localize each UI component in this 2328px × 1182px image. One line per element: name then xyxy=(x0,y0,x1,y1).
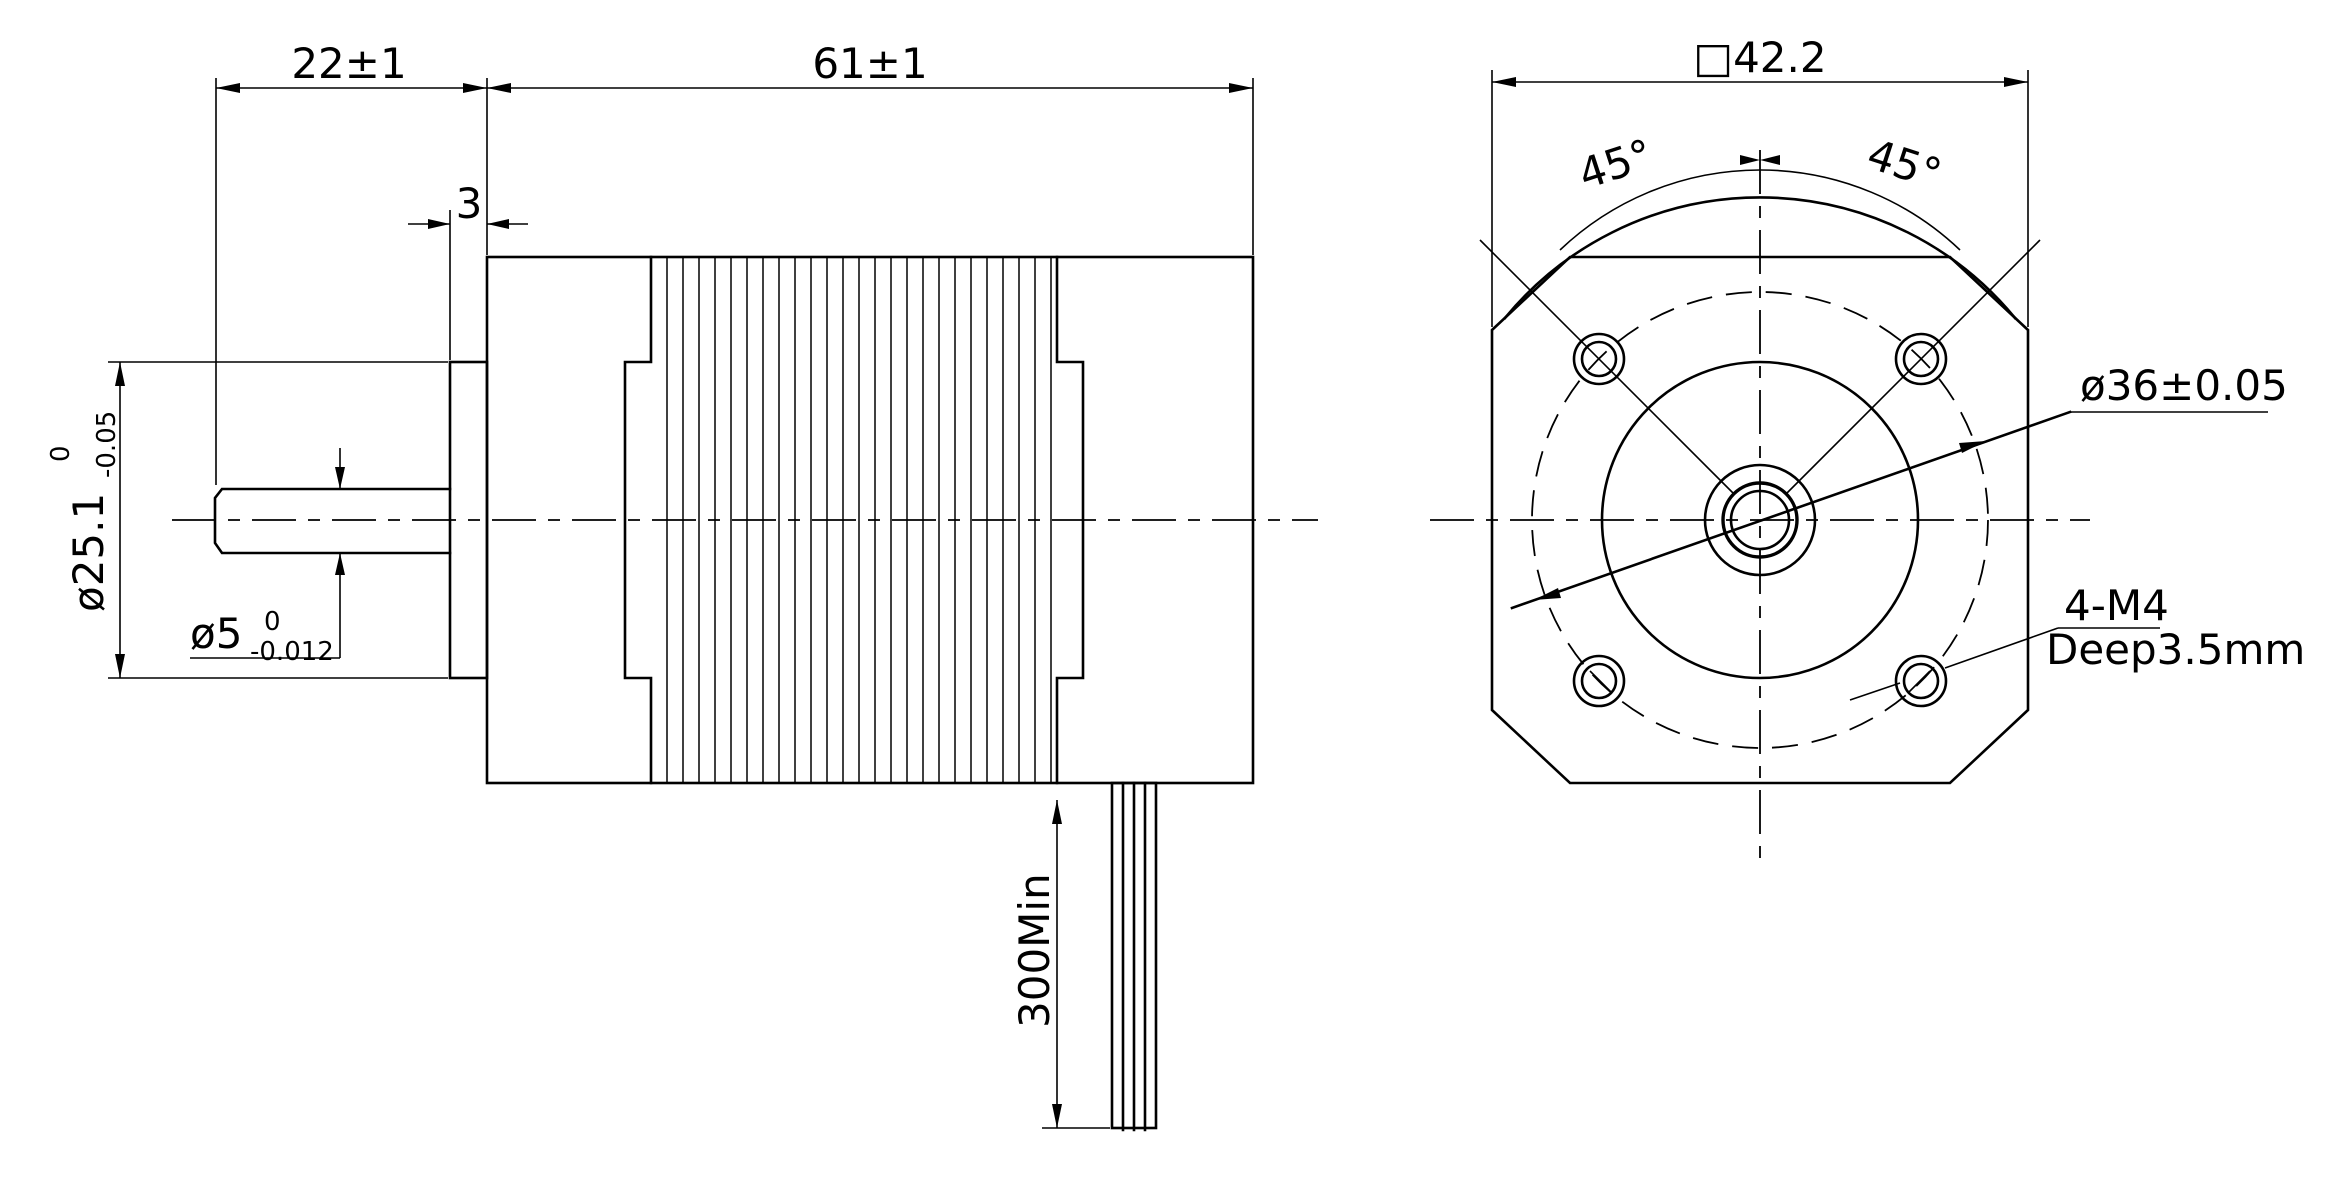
dim-flange-thickness: 3 xyxy=(456,179,483,228)
svg-text:0: 0 xyxy=(46,445,76,462)
dim-holes: 4-M4 xyxy=(2064,581,2169,630)
dim-boss-diameter: ø25.1 0 -0.05 xyxy=(46,411,122,612)
front-view: □42.2 45° 45° ø36±0.05 4-M4 Deep3.5mm xyxy=(1430,33,2305,860)
dim-shaft-diameter: ø5 0 -0.012 xyxy=(190,607,334,667)
svg-text:0: 0 xyxy=(264,607,281,637)
svg-text:ø5: ø5 xyxy=(190,609,242,658)
side-view: 22±1 61±1 3 ø25.1 0 -0.05 ø5 0 -0.012 30… xyxy=(46,39,1318,1132)
dim-flange-size: □42.2 xyxy=(1693,33,1826,82)
dim-body-length: 61±1 xyxy=(812,39,927,88)
flange-outline xyxy=(1490,255,2030,785)
dim-angle-right: 45° xyxy=(1862,129,1948,199)
dim-shaft-length: 22±1 xyxy=(291,39,406,88)
svg-text:-0.05: -0.05 xyxy=(92,411,122,478)
shaft xyxy=(213,487,452,555)
dim-holes-depth: Deep3.5mm xyxy=(2046,625,2305,674)
svg-text:ø25.1: ø25.1 xyxy=(64,493,113,612)
mounting-holes xyxy=(1572,332,1948,708)
svg-text:300Min: 300Min xyxy=(1010,873,1059,1028)
lead-wires xyxy=(1110,781,1158,1132)
mounting-hole xyxy=(1572,654,1626,708)
dim-angle-left: 45° xyxy=(1573,129,1659,199)
mounting-hole xyxy=(1894,654,1948,708)
dim-lead-length: 300Min xyxy=(1010,873,1059,1028)
mounting-hole xyxy=(1894,332,1948,386)
bolt-circle xyxy=(1531,291,1989,749)
mounting-hole xyxy=(1572,332,1626,386)
dim-bolt-circle: ø36±0.05 xyxy=(2080,361,2288,410)
svg-text:-0.012: -0.012 xyxy=(250,637,334,667)
corner-arc xyxy=(1503,196,2017,320)
